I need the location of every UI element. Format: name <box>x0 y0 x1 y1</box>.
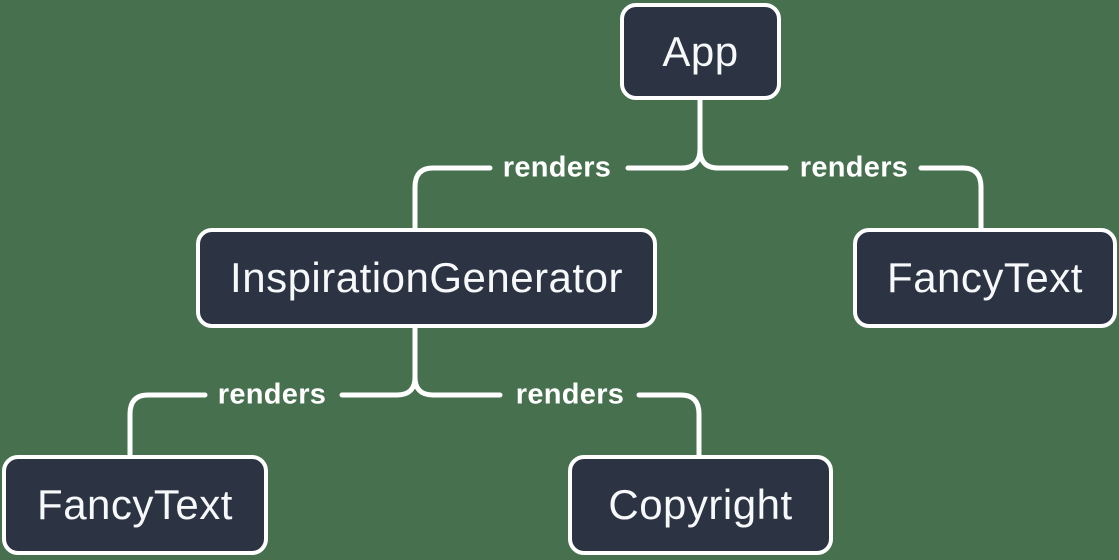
edge-label-app-fancytext: renders <box>799 151 909 184</box>
edge-app-fancytext-left-segment <box>697 98 789 171</box>
node-fancy-text-top: FancyText <box>853 228 1117 328</box>
edge-inspirationgenerator-copyright-left-segment <box>412 325 503 398</box>
edge-label-app-inspirationgenerator: renders <box>502 151 612 184</box>
edge-app-inspirationgenerator-right-segment <box>625 98 703 171</box>
edge-label-inspirationgenerator-copyright: renders <box>515 378 625 411</box>
node-inspiration-generator-label: InspirationGenerator <box>230 254 623 301</box>
edge-app-fancytext-right-segment <box>918 165 984 231</box>
node-fancy-text-bottom: FancyText <box>2 455 268 555</box>
edge-app-inspirationgenerator-left-segment <box>412 165 493 231</box>
node-fancy-text-top-label: FancyText <box>887 254 1083 301</box>
edge-inspirationgenerator-fancytext-left-segment <box>127 392 208 458</box>
node-copyright: Copyright <box>568 455 833 555</box>
node-copyright-label: Copyright <box>608 481 793 528</box>
node-app-label: App <box>662 27 739 75</box>
edge-inspirationgenerator-fancytext-right-segment <box>339 325 418 398</box>
node-inspiration-generator: InspirationGenerator <box>196 228 657 328</box>
edge-label-inspirationgenerator-fancytext: renders <box>217 378 327 411</box>
node-fancy-text-bottom-label: FancyText <box>37 481 233 528</box>
node-app: App <box>620 3 781 100</box>
edge-inspirationgenerator-copyright-right-segment <box>636 392 702 458</box>
